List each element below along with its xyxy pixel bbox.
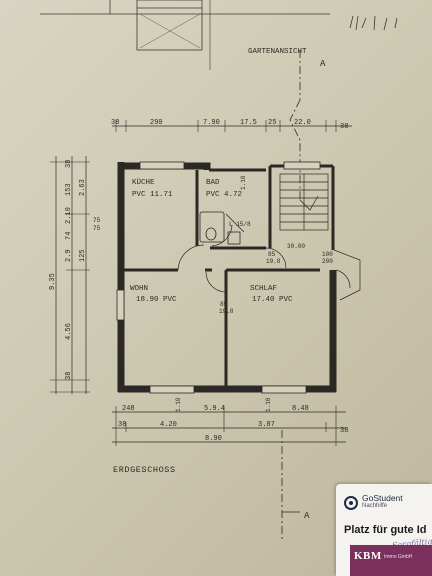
dim-top-2: 290 xyxy=(150,119,163,127)
window-dim-3: 1.10 xyxy=(240,175,247,190)
door-label-stair-w: 100 xyxy=(322,251,333,258)
door-swings xyxy=(177,224,351,293)
door-label-wohn: 85 xyxy=(220,301,228,308)
opening-label-1: 75 xyxy=(93,217,101,224)
dim-left-3: 153 xyxy=(65,183,73,196)
dim-top-1: 38 xyxy=(111,119,119,127)
kbm-logo-badge: KBM Immo GmbH xyxy=(350,545,432,576)
dim-left-2: 2.63 xyxy=(79,179,87,196)
dim-bottom-6: 3.87 xyxy=(258,421,275,429)
dim-left-10: 38 xyxy=(65,372,73,380)
dim-bottom-total: 8.90 xyxy=(205,435,222,443)
bottom-dimension-chain: 248 5.9.4 8.48 38 4.20 3.87 38 8.90 1.10… xyxy=(112,175,348,446)
staircase xyxy=(279,173,361,301)
advert-card[interactable]: GoStudent Nachhilfe Platz für gute Id So… xyxy=(336,484,432,576)
gostudent-logo-icon xyxy=(344,496,358,510)
section-line xyxy=(281,50,301,540)
dim-bottom-1: 248 xyxy=(122,405,135,413)
windows xyxy=(116,161,321,394)
interior-walls xyxy=(124,168,320,386)
floor-label: ERDGESCHOSS xyxy=(113,465,176,475)
section-marker-bottom: A xyxy=(304,511,310,521)
door-label-flur-h: 19.8 xyxy=(266,258,281,265)
kbm-logo-text: KBM xyxy=(354,550,382,562)
dim-top-6: 22.0 xyxy=(294,119,311,127)
dim-bottom-2: 5.9.4 xyxy=(204,405,225,413)
dim-top-5: 25 xyxy=(268,119,276,127)
card-headline: Platz für gute Id xyxy=(344,524,427,536)
door-label-small: L 15/8 xyxy=(229,221,251,228)
stair-walls xyxy=(268,164,335,250)
bedroom-label: SCHLAF xyxy=(250,285,277,293)
kbm-logo-subtext: Immo GmbH xyxy=(384,554,413,560)
dim-bottom-4: 38 xyxy=(118,421,126,429)
left-dimension-chain: 38 2.63 153 2.10 74 2.9 125 9.35 4.56 38 xyxy=(49,156,90,394)
kitchen-label: KÜCHE xyxy=(132,178,155,187)
garden-view-label: GARTENANSICHT xyxy=(248,48,307,56)
window-dim-2: 1.10 xyxy=(265,397,272,412)
stair-value-label: 30.00 xyxy=(287,243,305,250)
door-label-wohn-h: 19.8 xyxy=(219,308,234,315)
bedroom-area: 17.40 PVC xyxy=(252,296,293,304)
dim-left-7: 125 xyxy=(79,249,87,262)
dim-top-3: 7.90 xyxy=(203,119,220,127)
facade-sketch xyxy=(40,0,398,70)
dim-bottom-3: 8.48 xyxy=(292,405,309,413)
dim-top-4: 17.5 xyxy=(240,119,257,127)
window-dim-1: 1.10 xyxy=(175,397,182,412)
dim-left-4: 2.10 xyxy=(65,207,73,224)
dim-left-9: 4.56 xyxy=(65,323,73,340)
section-marker-top: A xyxy=(320,59,326,69)
dim-bottom-5: 4.20 xyxy=(160,421,177,429)
living-label: WOHN xyxy=(130,285,148,293)
brand-name: GoStudent xyxy=(362,493,403,503)
dim-left-8: 9.35 xyxy=(49,273,57,290)
bathroom-fixtures xyxy=(199,211,245,245)
living-area: 18.90 PVC xyxy=(136,296,177,304)
opening-label-2: 75 xyxy=(93,225,101,232)
dim-top-7: 38 xyxy=(340,123,348,131)
brand-subtitle: Nachhilfe xyxy=(362,503,388,509)
kitchen-area: PVC 11.71 xyxy=(132,191,173,199)
dim-left-1: 38 xyxy=(65,160,73,168)
door-label-flur: 85 xyxy=(268,251,276,258)
bath-label: BAD xyxy=(206,179,220,187)
door-label-stair-h: 200 xyxy=(322,258,333,265)
dim-left-5: 74 xyxy=(65,232,73,240)
bath-area: PVC 4.72 xyxy=(206,191,242,199)
top-dimension-chain: 38 290 7.90 17.5 25 22.0 38 xyxy=(111,119,352,132)
dim-bottom-7: 38 xyxy=(340,427,348,435)
dim-left-6: 2.9 xyxy=(65,249,73,262)
